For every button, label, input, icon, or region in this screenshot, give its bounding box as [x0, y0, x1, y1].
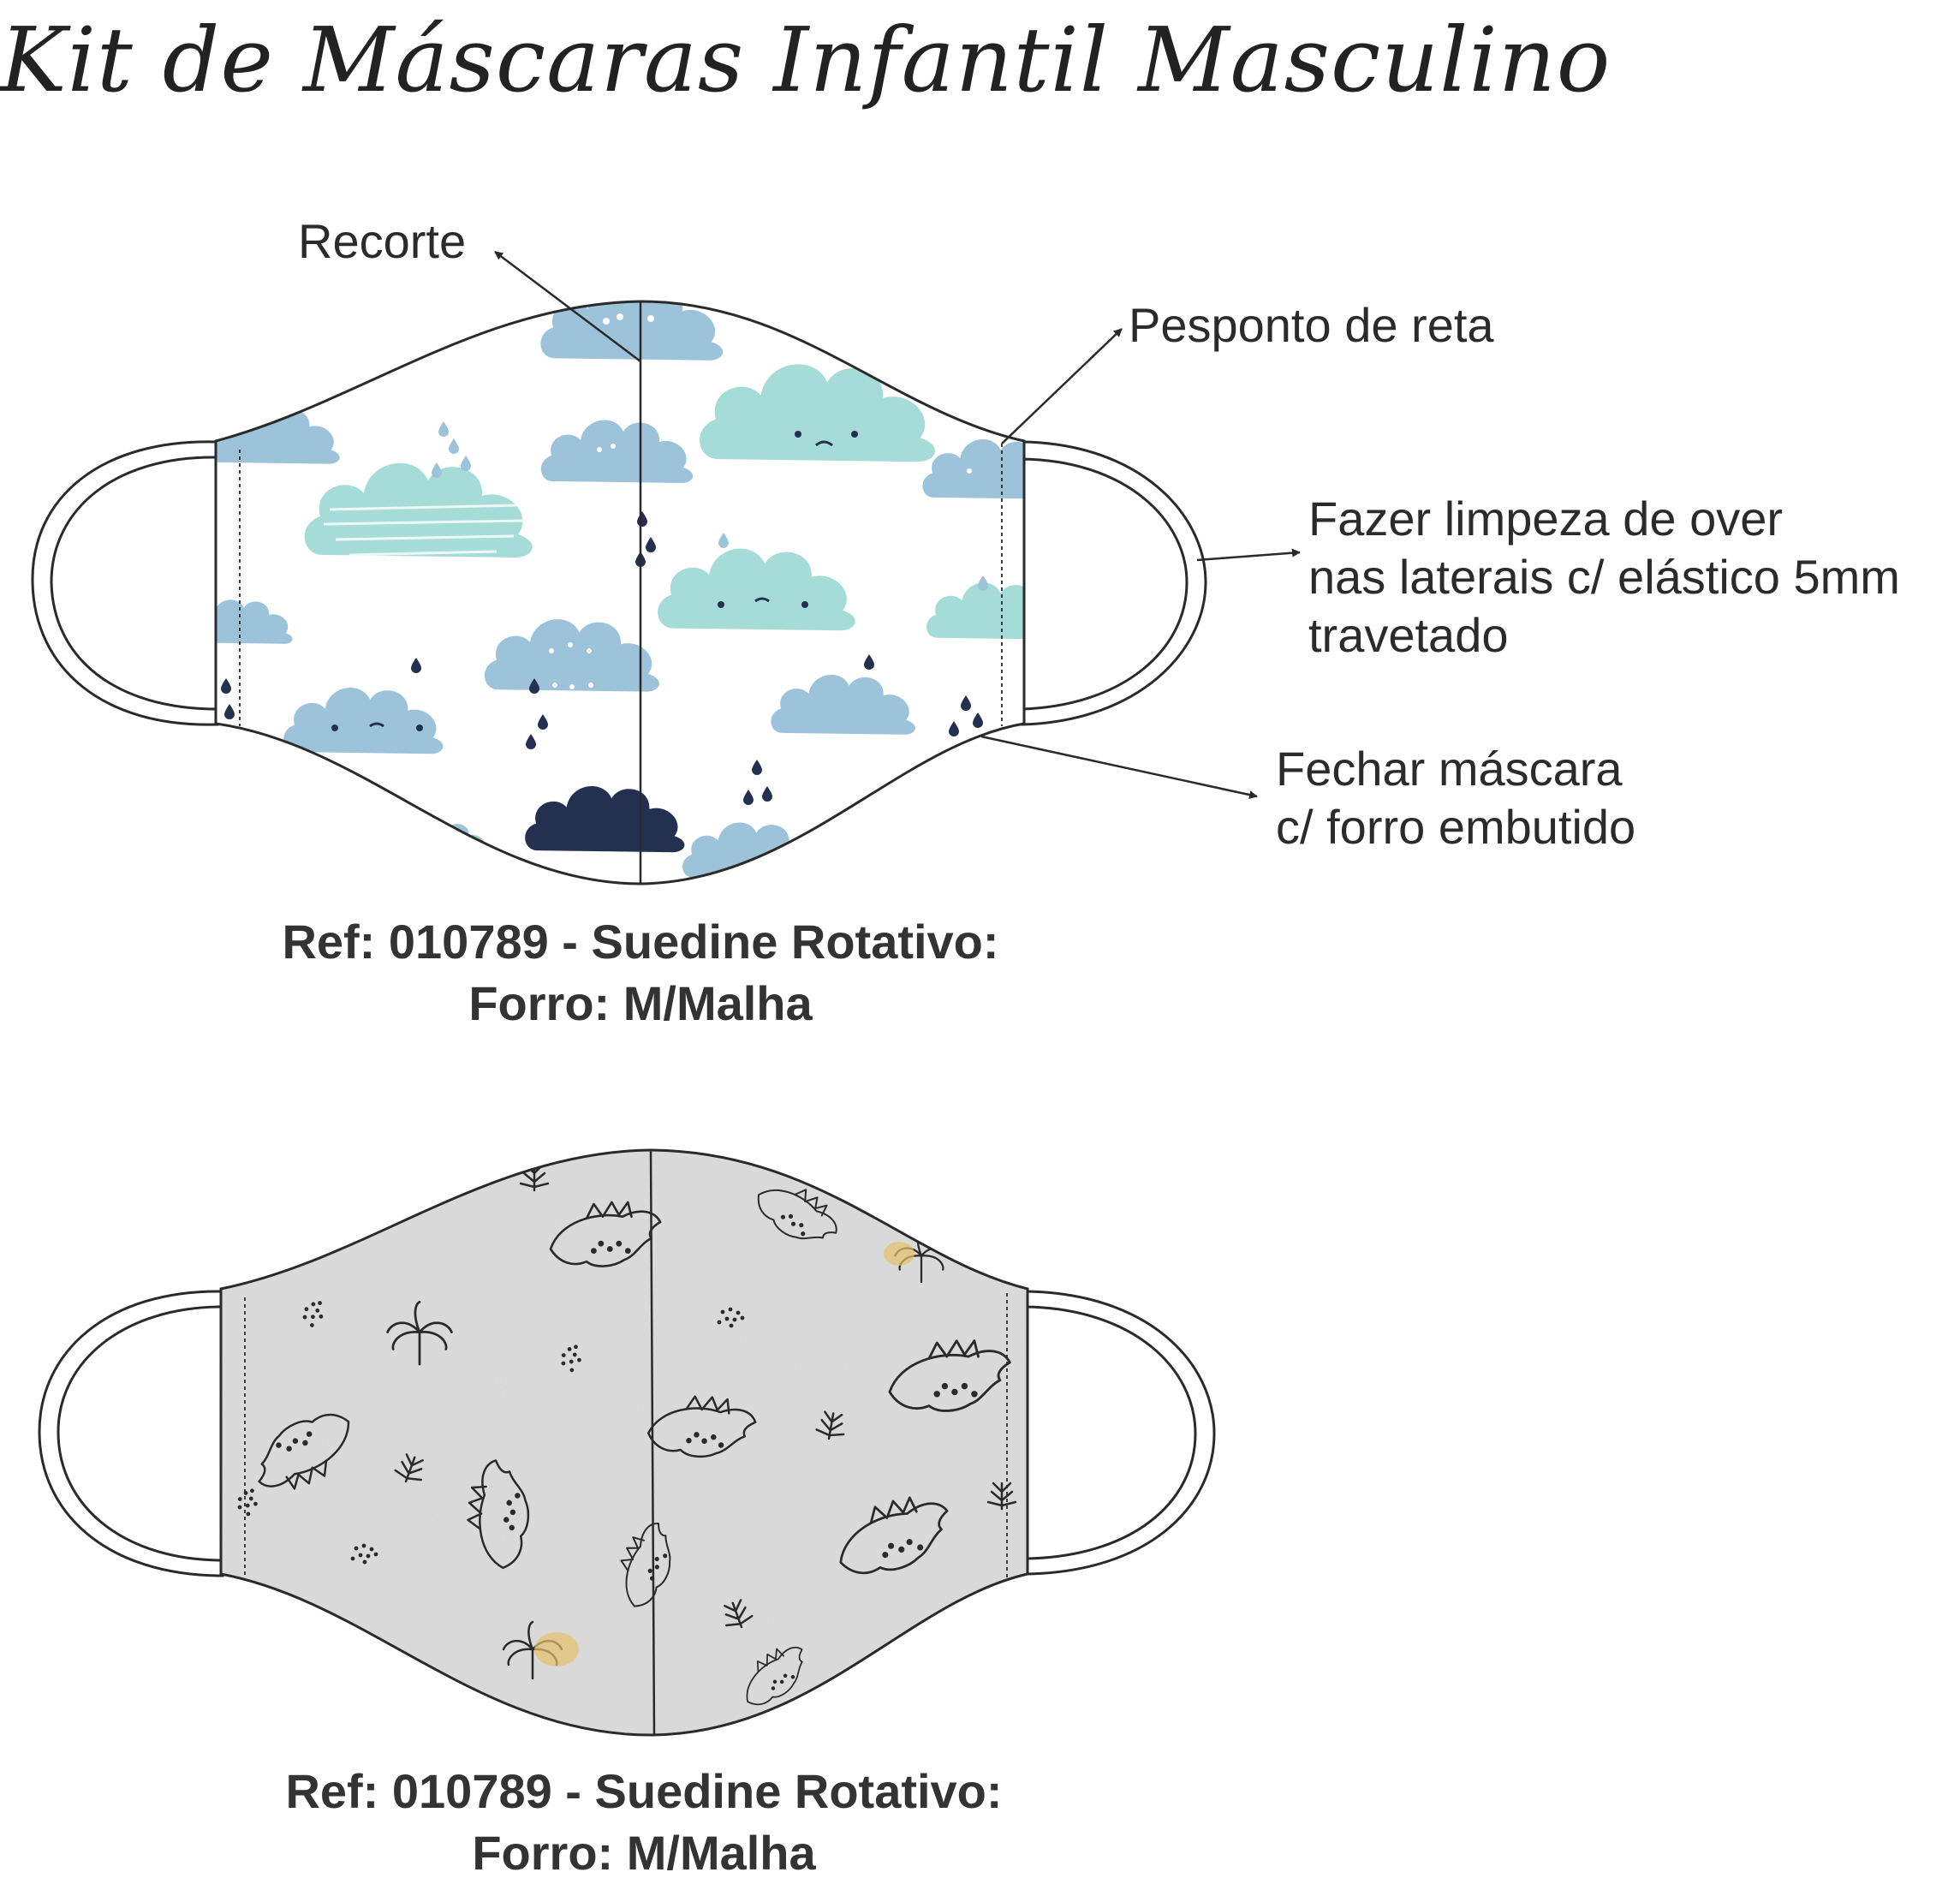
center-seam [649, 1149, 656, 1736]
label-limpeza: Fazer limpeza de over nas laterais c/ el… [1308, 490, 1900, 665]
arrow-limpeza [1196, 548, 1301, 562]
label-limpeza-line1: Fazer limpeza de over [1308, 492, 1784, 546]
label-limpeza-line2: nas laterais c/ elástico 5mm [1308, 550, 1900, 604]
ear-loop-left [38, 1290, 224, 1577]
label-fechar: Fechar máscara c/ forro embutido [1276, 740, 1635, 856]
label-pesponto: Pesponto de reta [1129, 298, 1494, 352]
ear-loop-left [31, 440, 219, 726]
caption-line2: Forro: M/Malha [472, 1826, 816, 1880]
label-recorte: Recorte [298, 214, 467, 268]
caption-line1: Ref: 010789 - Suedine Rotativo: [285, 1764, 1003, 1818]
arrow-pesponto [1001, 328, 1123, 444]
caption-line1: Ref: 010789 - Suedine Rotativo: [282, 915, 999, 969]
caption-mask-dinosaurs: Ref: 010789 - Suedine Rotativo: Forro: M… [216, 1761, 1072, 1884]
mask-outline [219, 1148, 1029, 1737]
mask-dinosaurs [38, 1148, 1216, 1737]
annotation-arrows [494, 251, 1301, 799]
label-fechar-line1: Fechar máscara [1276, 742, 1623, 796]
ear-loop-right [1024, 1290, 1216, 1576]
ear-loop-right [1021, 440, 1207, 726]
caption-line2: Forro: M/Malha [468, 976, 813, 1030]
arrow-recorte [494, 251, 641, 362]
label-limpeza-line3: travetado [1308, 608, 1509, 662]
label-fechar-line2: c/ forro embutido [1276, 800, 1636, 854]
arrow-fechar [980, 735, 1258, 799]
mask-clouds [31, 300, 1207, 885]
mask-outline [214, 300, 1026, 885]
caption-mask-clouds: Ref: 010789 - Suedine Rotativo: Forro: M… [212, 911, 1069, 1034]
page-title: Kit de Máscaras Infantil Masculino [0, 8, 1611, 112]
